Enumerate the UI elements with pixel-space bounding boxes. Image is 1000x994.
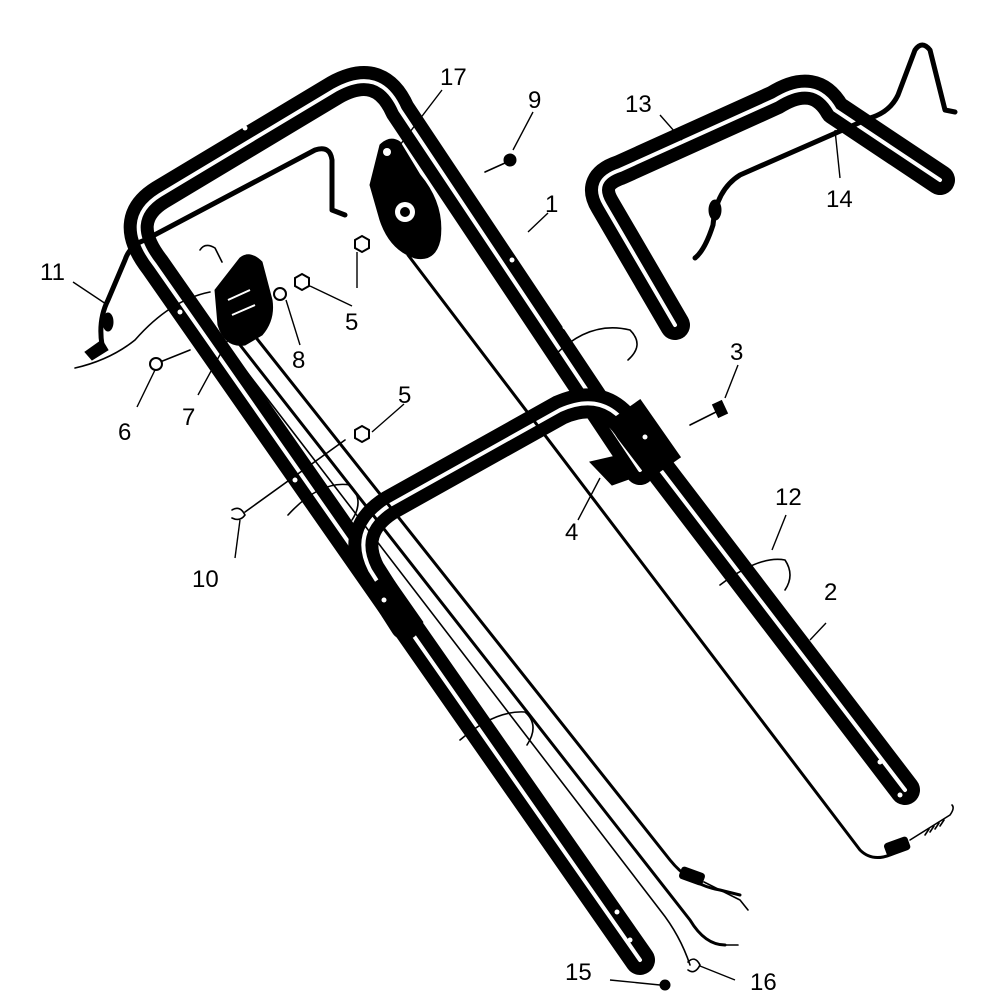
leader-lines [72, 89, 841, 986]
callout-14: 14 [826, 186, 853, 213]
nuts [273, 234, 370, 444]
callout-5a: 5 [345, 309, 358, 336]
callout-15: 15 [565, 959, 592, 986]
bolt-3 [689, 399, 729, 426]
alternate-bail-wire [692, 42, 958, 261]
bail-end-wire [74, 291, 211, 369]
callout-1: 1 [545, 191, 558, 218]
hairpin-clip-10 [231, 439, 346, 521]
alternate-upper-handle [585, 74, 955, 340]
callout-7: 7 [182, 404, 195, 431]
callout-2: 2 [824, 579, 837, 606]
blade-control-housing [369, 138, 442, 260]
callout-6: 6 [118, 419, 131, 446]
callout-labels: 1 2 3 4 5 5 6 7 8 9 10 11 12 13 14 15 16… [40, 64, 853, 994]
cable-end-fittings [679, 804, 954, 946]
fasteners-15-16 [659, 958, 701, 991]
lower-handle [348, 388, 920, 805]
callout-13: 13 [625, 91, 652, 118]
callout-8: 8 [292, 347, 305, 374]
callout-17: 17 [440, 64, 467, 91]
cable-guide-bracket [589, 454, 641, 486]
cable-ties [287, 327, 791, 746]
callout-9: 9 [528, 87, 541, 114]
bolt-9 [484, 153, 517, 173]
callout-3: 3 [730, 339, 743, 366]
callout-4: 4 [565, 519, 578, 546]
screw-6 [149, 349, 191, 371]
callout-5b: 5 [398, 382, 411, 409]
callout-10: 10 [192, 566, 219, 593]
callout-16: 16 [750, 969, 777, 994]
control-bail-wire [98, 146, 348, 348]
callout-12: 12 [775, 484, 802, 511]
callout-11: 11 [40, 259, 65, 286]
